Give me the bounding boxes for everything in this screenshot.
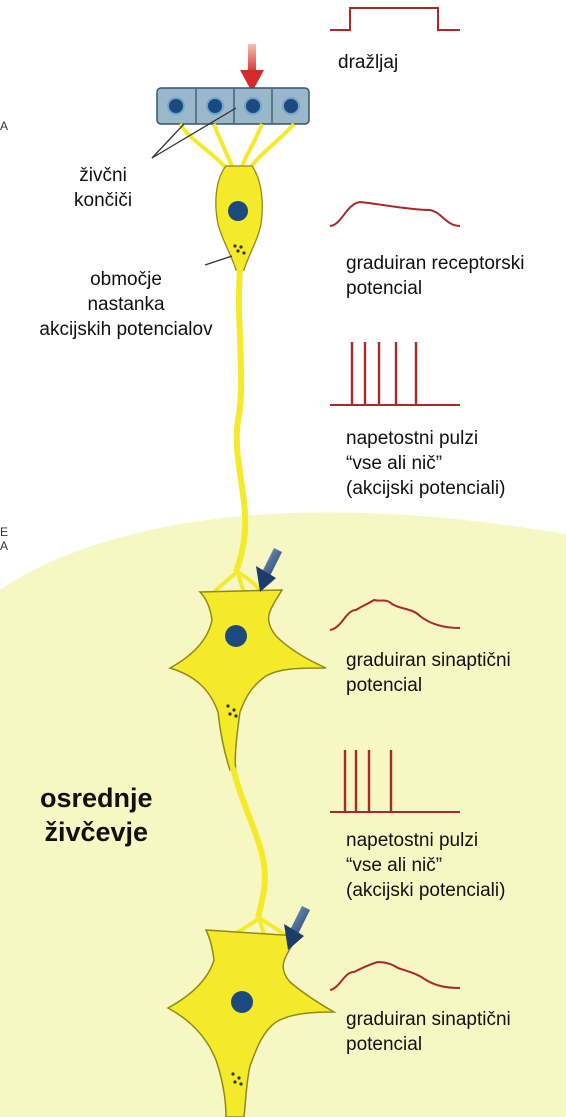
action-potential-trace-1 bbox=[330, 342, 460, 405]
stimulus-label: dražljaj bbox=[338, 50, 398, 75]
receptor-potential-line-2: potencial bbox=[346, 276, 524, 301]
edge-mark-a2: A bbox=[0, 540, 8, 552]
edge-mark-e: E bbox=[0, 526, 8, 538]
synaptic-potential-2-line-1: graduiran sinaptični bbox=[346, 1007, 511, 1032]
action-potentials-2-line-1: napetostni pulzi bbox=[346, 828, 505, 853]
action-potentials-1-line-2: “vse ali nič” bbox=[346, 451, 505, 476]
stimulus-trace bbox=[330, 8, 460, 30]
synaptic-potential-1-line-1: graduiran sinaptični bbox=[346, 648, 511, 673]
synaptic-potential-label-2: graduiran sinaptični potencial bbox=[346, 1007, 511, 1057]
edge-mark-a: A bbox=[0, 120, 8, 132]
synaptic-potential-label-1: graduiran sinaptični potencial bbox=[346, 648, 511, 698]
nerve-endings-label: živčni končiči bbox=[74, 163, 132, 213]
action-potentials-label-1: napetostni pulzi “vse ali nič” (akcijski… bbox=[346, 426, 505, 501]
trigger-zone-line-3: akcijskih potencialov bbox=[24, 317, 228, 342]
action-potentials-label-2: napetostni pulzi “vse ali nič” (akcijski… bbox=[346, 828, 505, 903]
action-potentials-1-line-1: napetostni pulzi bbox=[346, 426, 505, 451]
stimulus-arrow bbox=[240, 44, 264, 92]
stimulus-label-text: dražljaj bbox=[338, 50, 398, 75]
cns-label: osrednje živčevje bbox=[40, 781, 153, 849]
synaptic-potential-2-line-2: potencial bbox=[346, 1032, 511, 1057]
cns-line-2: živčevje bbox=[40, 815, 153, 849]
receptor-potential-trace bbox=[330, 202, 460, 226]
trigger-zone-label: območje nastanka akcijskih potencialov bbox=[24, 267, 228, 342]
receptor-potential-line-1: graduiran receptorski bbox=[346, 251, 524, 276]
trigger-zone-line-1: območje bbox=[24, 267, 228, 292]
cns-line-1: osrednje bbox=[40, 781, 153, 815]
receptor-cells bbox=[157, 88, 309, 124]
nerve-endings-line-1: živčni bbox=[74, 163, 132, 188]
nerve-endings-line-2: končiči bbox=[74, 188, 132, 213]
action-potentials-1-line-3: (akcijski potenciali) bbox=[346, 476, 505, 501]
synaptic-potential-1-line-2: potencial bbox=[346, 673, 511, 698]
action-potentials-2-line-2: “vse ali nič” bbox=[346, 853, 505, 878]
trigger-zone-line-2: nastanka bbox=[24, 292, 228, 317]
receptor-potential-label: graduiran receptorski potencial bbox=[346, 251, 524, 301]
action-potentials-2-line-3: (akcijski potenciali) bbox=[346, 878, 505, 903]
